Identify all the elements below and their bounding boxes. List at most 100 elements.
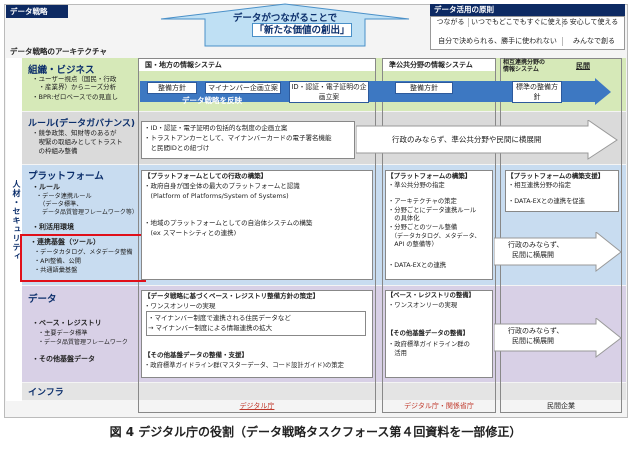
data-local-subbox — [146, 311, 366, 336]
footer-quasi: デジタル庁・関係省庁 — [404, 402, 474, 410]
platform-mutual-line-1: ・相互連携分野の指定 — [508, 182, 571, 189]
governance-title: ルール(データガバナンス) — [28, 119, 136, 129]
platform-title: プラットフォーム — [28, 171, 104, 182]
platform-quasi-line-1: ・準公共分野の指定 — [388, 182, 445, 189]
business-item-3: ・BPR:ゼロベースでの見直し — [32, 93, 119, 101]
platform-rule-item-1: ・データ連携ルール — [36, 193, 92, 200]
column-mutual — [500, 58, 622, 413]
principle-3: 安心して使える — [569, 18, 619, 26]
governance-box — [141, 121, 355, 159]
data-local-sub-1: ・マイナンバー制度で連携される住民データなど — [148, 314, 291, 322]
pill-policy-quasi: 整備方針 — [395, 82, 453, 94]
data-local-line-1: ・ワンスオンリーの実現 — [144, 302, 216, 310]
infra-title: インフラ — [28, 388, 64, 398]
data-quasi-title-2: 【その他基盤データの整備】 — [387, 330, 469, 337]
governance-item-1: ・競争政策、知財等のあるが — [32, 129, 117, 137]
platform-local-line-5: (ex スマートシティとの連携) — [144, 229, 237, 237]
platform-quasi-line-4: ・分野ごとにデータ連携ルール — [388, 207, 477, 214]
platform-quasi-line-6: ・分野ごとのツール整備 — [388, 224, 458, 231]
data-base-label: ・ベース・レジストリ — [32, 319, 102, 327]
data-base-item-1: ・主要データ標準 — [38, 330, 88, 337]
platform-arrow-line-1: 行政のみならず、 — [508, 241, 564, 249]
platform-arrow-shape — [494, 232, 622, 272]
principle-2: いつでもどこでもすぐに使える — [471, 18, 569, 27]
platform-local-line-1: ・政府自身が国全体の最大のプラットフォームと認識 — [144, 182, 300, 190]
security-label: 人材・セキュリティ — [12, 180, 21, 261]
pill-policy-local: 整備方針 — [147, 82, 197, 94]
architecture-label: データ戦略のアーキテクチャ — [10, 47, 107, 56]
header-quasi: 準公共分野の情報システム — [383, 59, 495, 71]
platform-quasi-line-3: ・アーキテクチャの策定 — [388, 198, 457, 205]
platform-quasi-title: 【プラットフォームの構築】 — [387, 172, 472, 180]
governance-box-line-1: ・ID・認証・電子証明の包括的な制度の企画立案 — [144, 124, 288, 132]
platform-rule-label: ・ルール — [32, 183, 60, 191]
platform-tool-label: ・連携基盤（ツール） — [30, 238, 100, 246]
principle-4: 自分で決められる、勝手に使われない — [433, 37, 563, 46]
platform-quasi-line-7: （データカタログ、メタデータ、 — [388, 233, 481, 240]
data-quasi-line-2b: 活用 — [388, 350, 407, 357]
platform-quasi-box — [385, 170, 493, 280]
column-quasi — [382, 58, 496, 413]
principles-title: データ活用の原則 — [430, 4, 625, 16]
header-mutual-1: 相互連携分野の — [503, 59, 546, 66]
platform-rule-item-3: データ品質管理フレームワーク等） — [36, 209, 138, 216]
strategy-arrow-label: データ戦略を反映 — [182, 96, 242, 105]
data-quasi-line-2a: ・政府標準ガイドライン群の — [388, 341, 470, 348]
platform-local-box — [141, 170, 373, 280]
platform-local-title: 【プラットフォームとしての行政の構築】 — [144, 172, 268, 180]
data-local-line-2: ・政府標準ガイドライン群(マスターデータ、コード設計ガイド)の策定 — [144, 362, 344, 369]
corner-label: データ戦略 — [6, 5, 68, 18]
security-band — [6, 58, 22, 401]
platform-quasi-line-8: API の整備等） — [388, 241, 438, 248]
platform-tool-item-1: ・データカタログ、メタデータ整備 — [34, 249, 133, 256]
data-local-title-1: 【データ戦略に基づくベース・レジストリ整備方針の策定】 — [144, 292, 320, 300]
principle-5: みんなで創る — [573, 37, 615, 45]
business-item-1: ・ユーザー視点（国民・行政 — [32, 75, 117, 83]
layer-infra — [22, 383, 626, 400]
footer-private: 民間企業 — [547, 402, 575, 410]
header-local: 国・地方の情報システム — [139, 59, 375, 71]
platform-local-line-2: (Platform of Platforms/System of Systems… — [144, 192, 289, 200]
pill-id-auth: ID・認証・電子証明の企画立案 — [289, 81, 369, 103]
goal-line-1: データがつながることで — [232, 13, 338, 24]
data-arrow-line-1: 行政のみならず、 — [508, 327, 564, 335]
platform-local-line-4: ・地域のプラットフォームとしての自治体システムの構築 — [144, 219, 313, 227]
platform-tool-item-3: ・共通語彙基盤 — [34, 267, 78, 274]
business-title: 組織・ビジネス — [28, 65, 95, 76]
data-arrow-line-2: 民間に横展開 — [512, 337, 554, 345]
data-quasi-line-1: ・ワンスオンリーの実現 — [388, 302, 458, 309]
data-arrow-shape — [494, 318, 622, 358]
goal-line-2: 「新たな価値の創出」 — [252, 23, 352, 37]
pill-standard-policy: 標準の整備方針 — [512, 81, 562, 103]
data-other-label: ・その他基盤データ — [32, 355, 95, 363]
header-mutual-2: 情報システム — [503, 66, 539, 73]
data-local-sub-2: → マイナンバー制度による情報連携の拡大 — [148, 324, 273, 332]
platform-quasi-line-5: の具体化 — [388, 215, 420, 222]
platform-arrow-line-2: 民間に横展開 — [512, 251, 554, 259]
footer-local: デジタル庁 — [239, 402, 275, 410]
platform-mutual-line-3: ・DATA-EXとの連携を促進 — [508, 198, 585, 205]
data-title: データ — [28, 294, 57, 305]
governance-box-line-3: と民間IDとの紐づけ — [144, 144, 210, 152]
data-quasi-title-1: 【ベース・レジストリの整備】 — [387, 292, 475, 299]
figure-caption: 図 4 デジタル庁の役割（データ戦略タスクフォース第４回資料を一部修正） — [109, 425, 522, 439]
data-local-title-2: 【その他基盤データの整備・支援】 — [144, 351, 248, 359]
governance-arrow-shape — [356, 120, 618, 160]
data-quasi-box — [385, 290, 493, 378]
governance-item-3: の枠組み整備 — [32, 147, 78, 155]
data-base-item-2: ・データ品質管理フレームワーク — [38, 339, 128, 346]
platform-env-label: ・利活用環境 — [32, 223, 74, 231]
governance-arrow-label: 行政のみならず、準公共分野や民間に横展開 — [392, 135, 542, 144]
platform-mutual-box — [505, 170, 619, 212]
principle-1: つながる — [433, 18, 469, 27]
governance-box-line-2: ・トラストアンカーとして、マイナンバーカードの電子署名機能 — [144, 134, 332, 142]
data-local-box — [141, 290, 373, 378]
header-private: 民間 — [576, 62, 590, 70]
platform-mutual-title: 【プラットフォームの構築支援】 — [507, 172, 605, 180]
business-item-2: ・産業界）からニーズ分析 — [32, 83, 117, 91]
governance-item-2: 喫緊の取組みとしてトラスト — [32, 138, 123, 146]
principles-box — [430, 16, 625, 50]
platform-rule-item-2: （データ標準、 — [36, 201, 83, 208]
platform-tool-item-2: ・API整備、公開 — [34, 258, 81, 265]
